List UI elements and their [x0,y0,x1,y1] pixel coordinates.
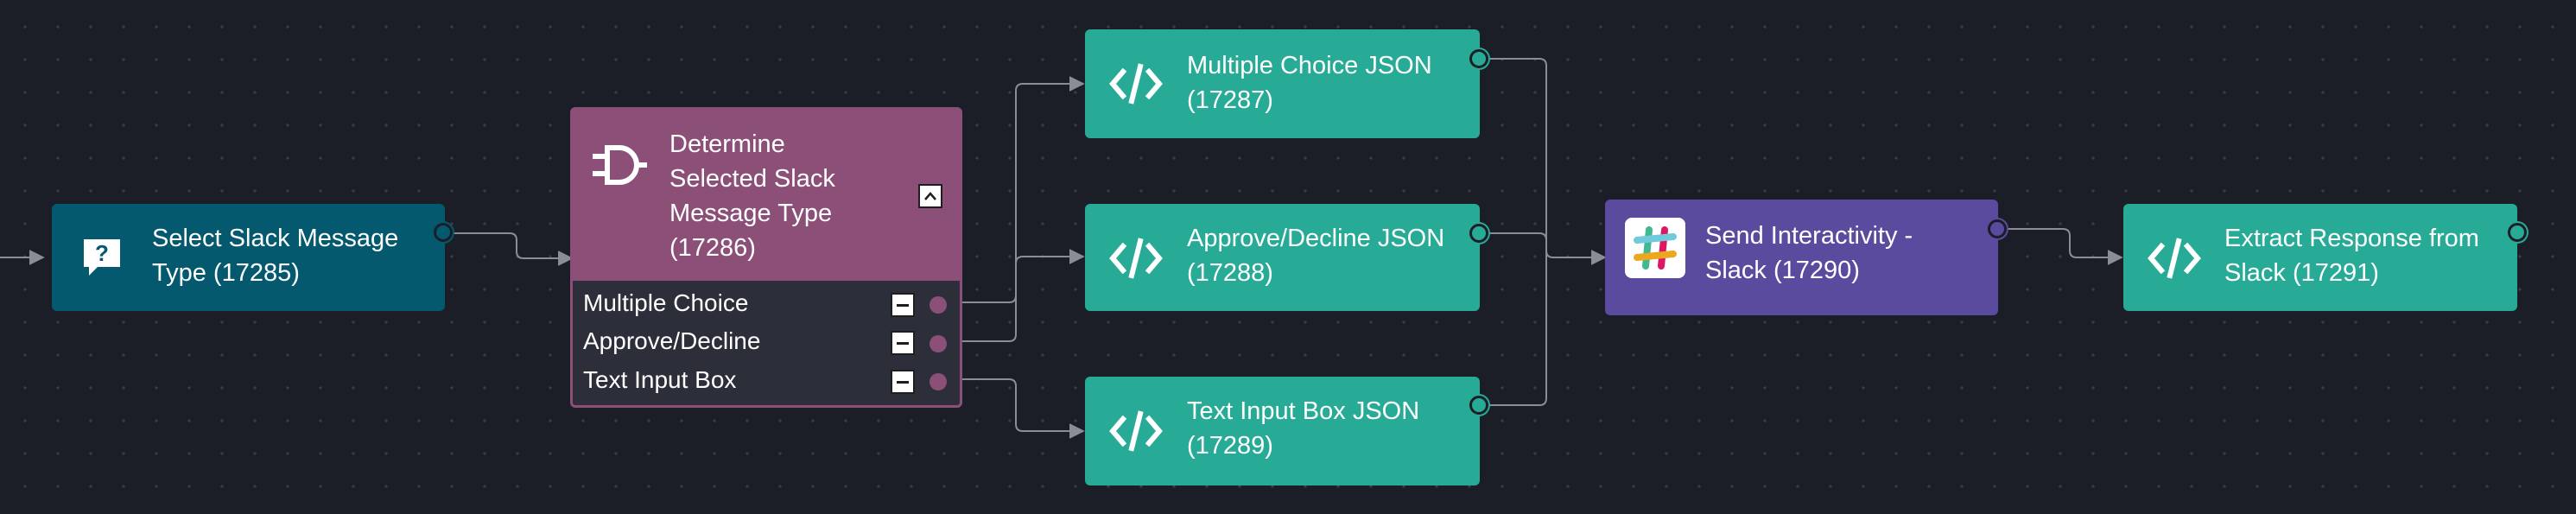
node-title-line: Text Input Box JSON [1187,397,1420,425]
remove-branch-button[interactable] [891,293,915,317]
node-title-line: (17287) [1187,86,1273,114]
remove-branch-button[interactable] [891,331,915,355]
node-text-input-box-json[interactable]: Text Input Box JSON (17289) [1085,377,1488,485]
node-title-line: Select Slack Message [152,225,399,252]
node-title-line: (17289) [1187,432,1273,460]
node-title-line: Send Interactivity - [1705,222,1913,250]
output-port[interactable] [1469,224,1488,243]
wire-ad-branch [948,249,1085,342]
wire-mc-branch [948,76,1085,303]
node-title-line: (17286) [669,234,756,262]
node-extract-response-from-slack[interactable]: Extract Response from Slack (17291) [2123,204,2527,311]
wire-ti-to-send [1489,257,1547,406]
remove-branch-button[interactable] [891,370,915,394]
code-icon [2148,237,2201,280]
plug-switch-icon [592,141,647,189]
collapse-button[interactable] [918,184,942,208]
wire-select-to-determine [454,232,574,266]
node-determine-message-type[interactable]: Determine Selected Slack Message Type (1… [570,107,962,408]
node-title-line: Selected Slack [669,165,835,193]
question-chat-icon: ? [78,233,126,282]
output-port[interactable] [434,223,453,242]
wire-send-to-extract [2004,228,2123,265]
node-title-line: Message Type [669,200,833,227]
node-title-line: (17288) [1187,259,1273,287]
code-icon [1109,62,1163,105]
branch-port-text-input-box[interactable] [930,373,947,390]
slack-logo-icon [1625,218,1685,278]
code-icon [1109,409,1163,453]
branch-label-approve-decline: Approve/Decline [583,327,761,354]
wire-ti-branch [948,378,1085,439]
node-title-line: Multiple Choice JSON [1187,52,1432,79]
output-port[interactable] [1469,49,1488,68]
output-port[interactable] [1469,396,1488,415]
wire-ad-to-send [1489,232,1547,257]
node-select-slack-message-type[interactable]: ? Select Slack Message Type (17285) [52,204,453,311]
branch-label-text-input-box: Text Input Box [583,366,737,393]
node-title-line: Type (17285) [152,259,300,287]
chevron-up-icon [924,192,936,200]
output-port[interactable] [2508,223,2527,242]
node-approve-decline-json[interactable]: Approve/Decline JSON (17288) [1085,204,1488,311]
code-icon [1109,237,1163,280]
node-title-line: Slack (17290) [1705,257,1860,284]
output-port[interactable] [1988,219,2007,238]
svg-text:?: ? [95,240,109,266]
branch-label-multiple-choice: Multiple Choice [583,289,749,316]
node-title-line: Approve/Decline JSON [1187,225,1445,252]
node-title-line: Extract Response from [2224,225,2479,252]
branch-port-approve-decline[interactable] [930,335,947,352]
node-title-line: Slack (17291) [2224,259,2379,287]
node-multiple-choice-json[interactable]: Multiple Choice JSON (17287) [1085,29,1488,138]
branch-port-multiple-choice[interactable] [930,296,947,314]
switch-header: Determine Selected Slack Message Type (1… [573,110,960,281]
node-title-line: Determine [669,130,785,158]
wire-mc-to-send [1489,58,1607,265]
